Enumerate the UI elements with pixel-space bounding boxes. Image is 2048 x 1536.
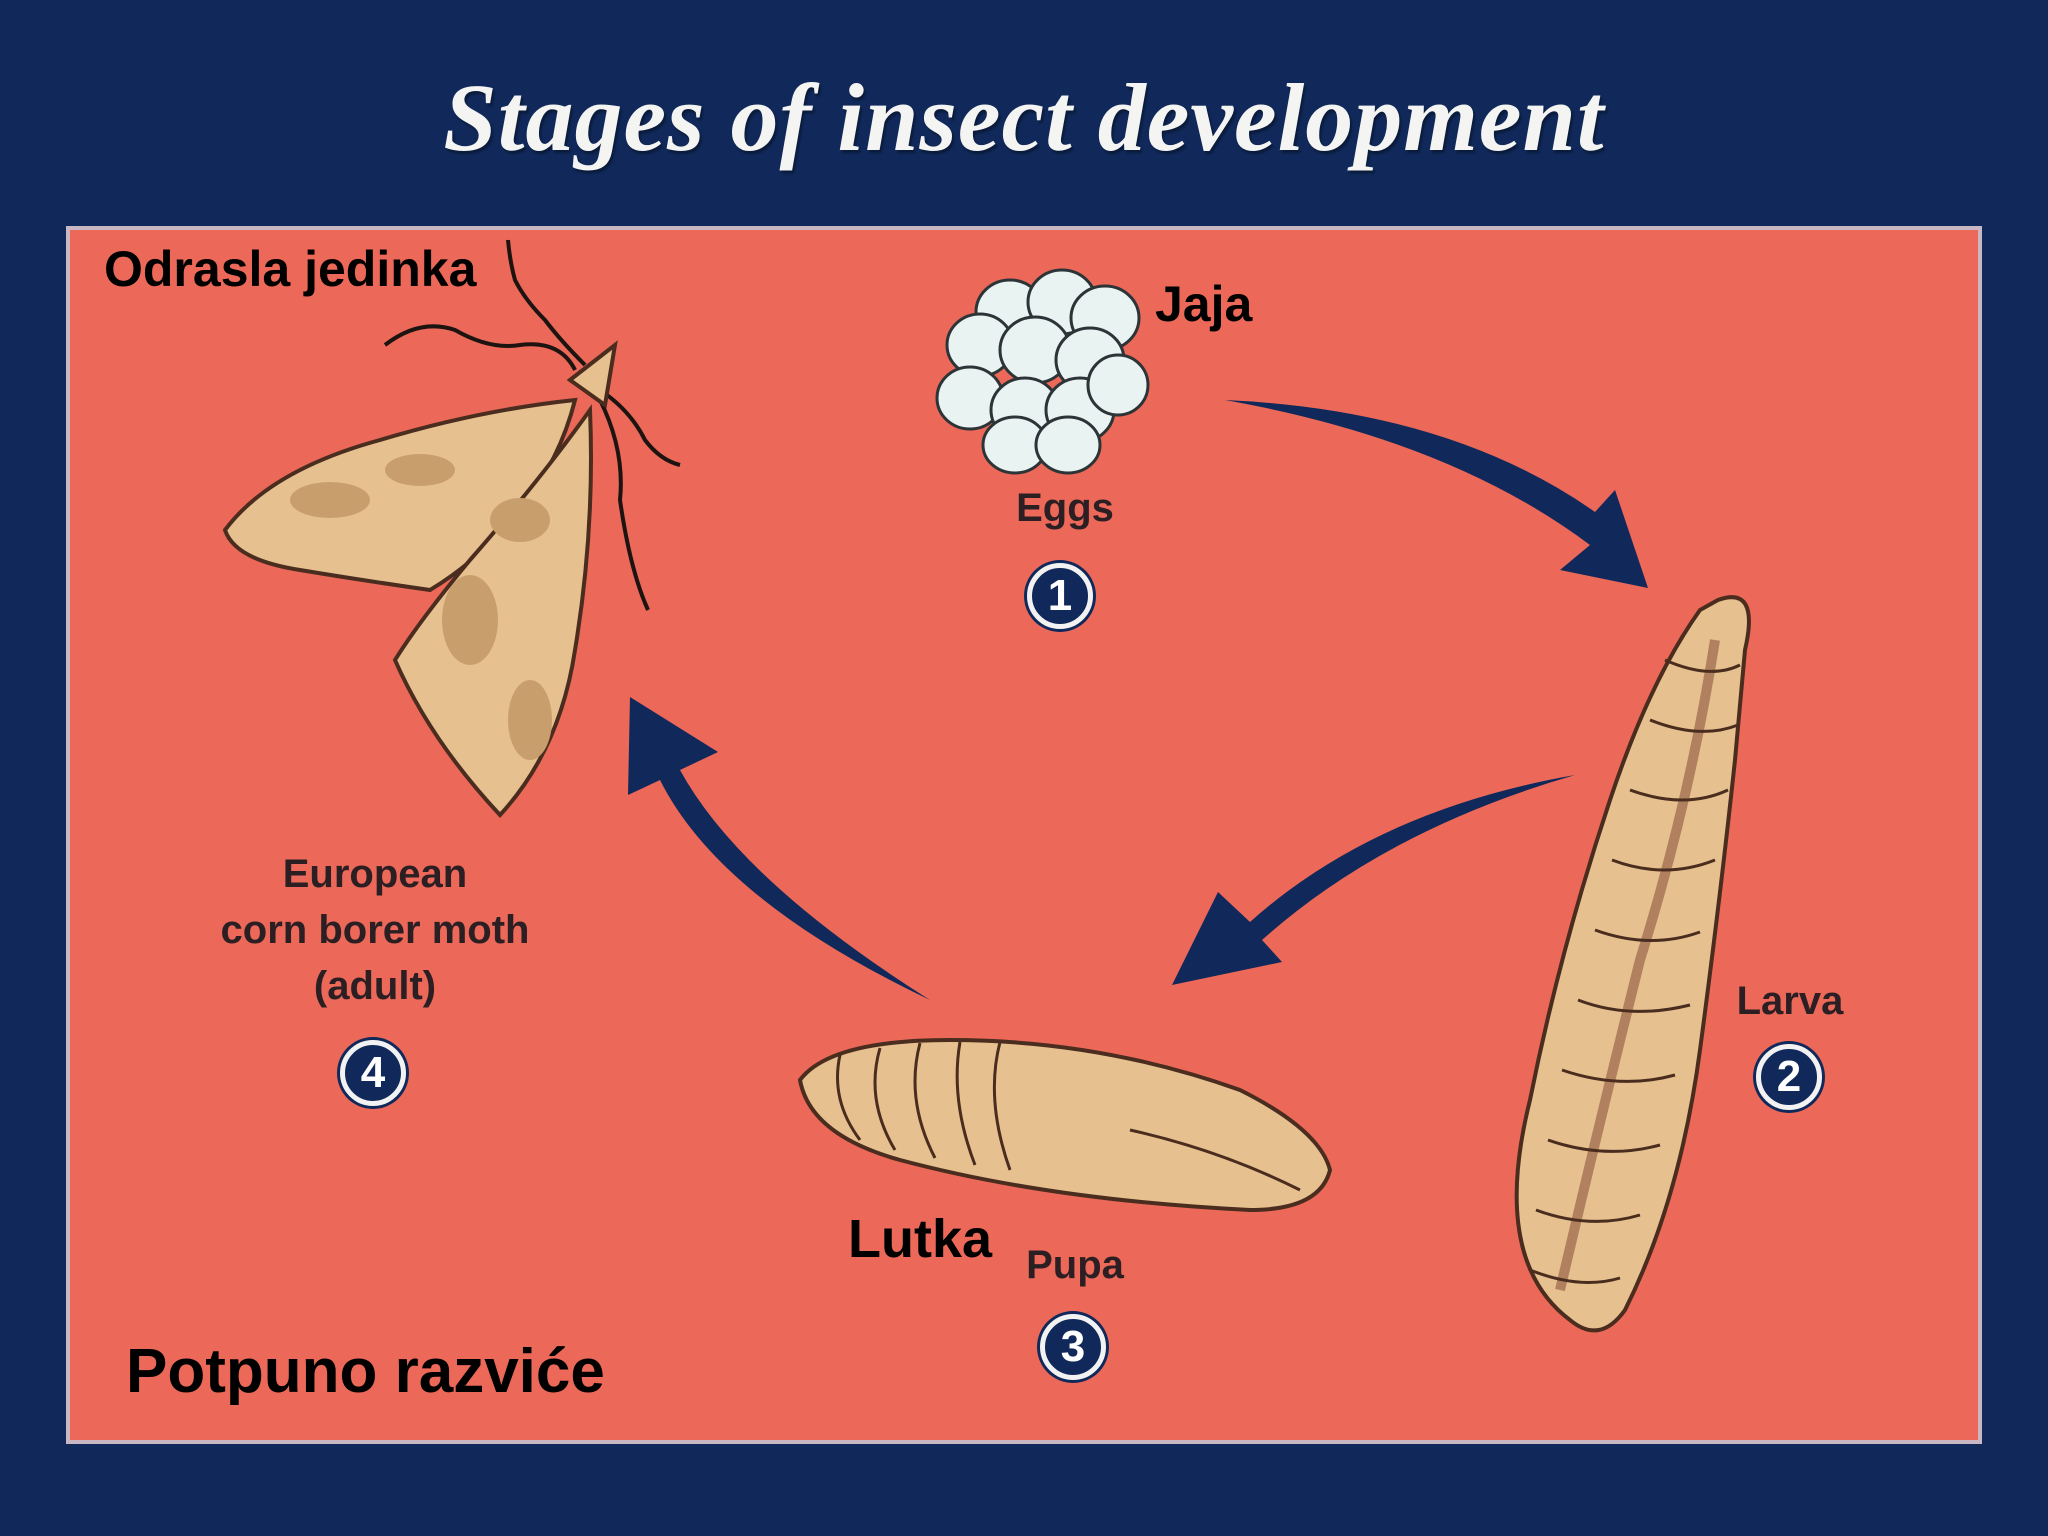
overlay-label-eggs: Jaja — [1155, 276, 1253, 332]
arrow-larva-to-pupa — [1172, 775, 1575, 985]
stage-4-badge: 4 — [340, 1040, 406, 1106]
caption-complete-development: Potpuno razviće — [126, 1337, 605, 1406]
stage-3-badge: 3 — [1040, 1314, 1106, 1380]
stage-1-badge: 1 — [1027, 563, 1093, 629]
arrow-pupa-to-adult — [628, 697, 930, 1000]
arrow-eggs-to-larva — [1225, 400, 1648, 588]
pupa-illustration — [797, 1037, 1333, 1213]
stage-2-badge: 2 — [1756, 1044, 1822, 1110]
overlay-label-adult: Odrasla jedinka — [104, 241, 477, 297]
eggs-label: Eggs — [1016, 486, 1114, 530]
moth-illustration — [222, 239, 681, 818]
overlay-label-pupa: Lutka — [848, 1209, 993, 1269]
diagram-title: Stages of insect development — [443, 64, 1605, 171]
adult-label-line-1: European — [282, 852, 468, 896]
adult-label-line-3: (adult) — [313, 964, 437, 1008]
adult-label-line-2: corn borer moth — [220, 908, 530, 952]
larva-label: Larva — [1736, 979, 1844, 1023]
eggs-illustration — [935, 268, 1150, 475]
adult-label: European corn borer moth (adult) — [180, 846, 570, 1014]
pupa-label: Pupa — [1026, 1243, 1124, 1287]
larva-illustration — [1514, 595, 1751, 1333]
